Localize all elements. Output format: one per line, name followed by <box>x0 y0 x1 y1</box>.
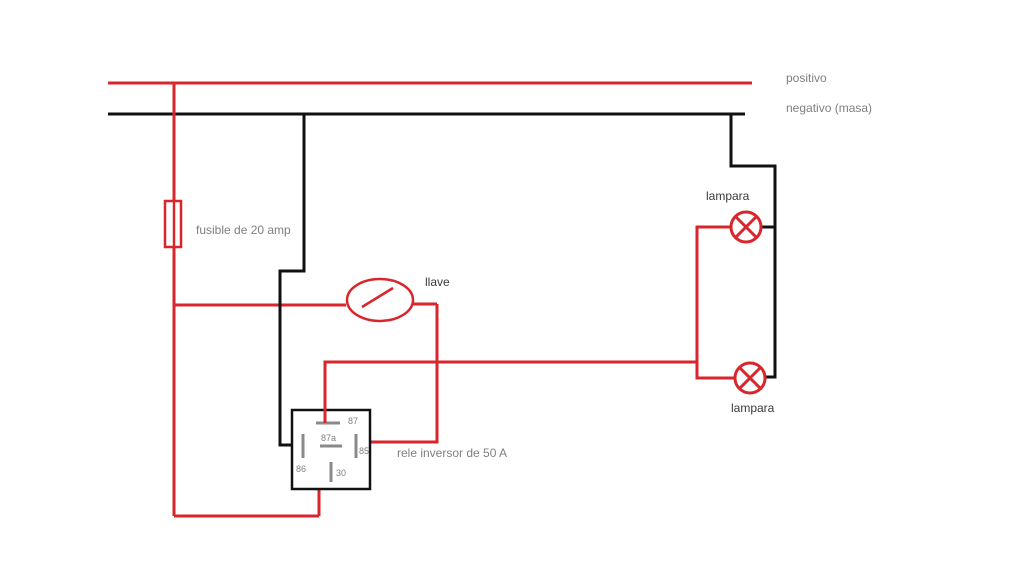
lamp-ground-wire <box>729 114 777 379</box>
key-switch-symbol <box>345 277 415 323</box>
lamp-bottom-symbol <box>733 361 767 395</box>
relay-86-ground-wire <box>278 114 306 447</box>
relay-pin-85: 85 <box>359 446 369 456</box>
lamp-top-symbol <box>729 210 763 244</box>
relay-pin-86: 86 <box>296 464 306 474</box>
label-llave: llave <box>425 275 450 289</box>
key-switch-blade <box>361 286 394 309</box>
label-positivo: positivo <box>786 71 827 85</box>
label-fusible: fusible de 20 amp <box>196 223 291 237</box>
relay-pin-87a: 87a <box>321 433 336 443</box>
relay-pin-87: 87 <box>348 416 358 426</box>
relay-87-output-wire <box>323 360 697 423</box>
relay-pin-30: 30 <box>336 468 346 478</box>
label-rele: rele inversor de 50 A <box>397 446 507 460</box>
lamp-feed-wire <box>695 225 735 380</box>
relay-85-wire <box>358 304 439 444</box>
label-lampara-top: lampara <box>706 189 750 203</box>
label-lampara-bottom: lampara <box>731 401 775 415</box>
label-negativo: negativo (masa) <box>786 101 872 115</box>
